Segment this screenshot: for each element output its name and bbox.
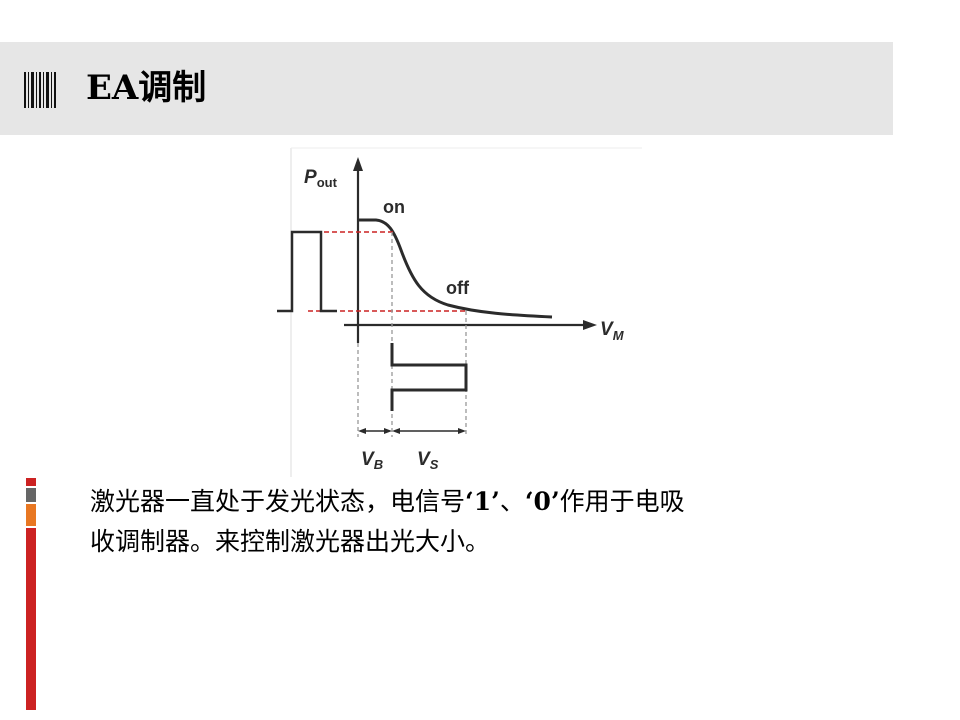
vs-dimension-arrow [392, 428, 466, 434]
body-line1-part1: 激光器一直处于发光状态，电信号 [90, 487, 466, 516]
x-axis-label: VM [600, 319, 625, 343]
body-text: 激光器一直处于发光状态，电信号‘1’、‘0’作用于电吸收调制器。来控制激光器出光… [90, 482, 910, 562]
off-label: off [446, 278, 470, 298]
output-optical-pulse [277, 230, 337, 313]
vb-dimension-arrow [358, 428, 392, 434]
on-label: on [383, 197, 405, 217]
slide-title: EA调制 [86, 68, 207, 108]
transfer-curve [358, 218, 553, 319]
body-line2: 收调制器。来控制激光器出光大小。 [90, 527, 491, 556]
body-line1-part2: 作用于电吸 [559, 487, 685, 516]
y-axis-label: Pout [304, 167, 338, 190]
signal-zero-quote: ‘0’ [524, 487, 560, 516]
input-voltage-pulse [390, 343, 468, 411]
barcode-icon [24, 72, 56, 108]
title-bar [0, 42, 893, 135]
left-accent-bar [26, 478, 36, 710]
ea-modulation-diagram: Pout VM on off VB VS [277, 147, 642, 477]
body-separator: 、 [499, 487, 525, 516]
y-axis [353, 157, 363, 343]
signal-one-quote: ‘1’ [465, 487, 500, 516]
x-axis [344, 320, 597, 330]
vb-label: VB [361, 449, 383, 472]
vs-label: VS [417, 449, 439, 472]
